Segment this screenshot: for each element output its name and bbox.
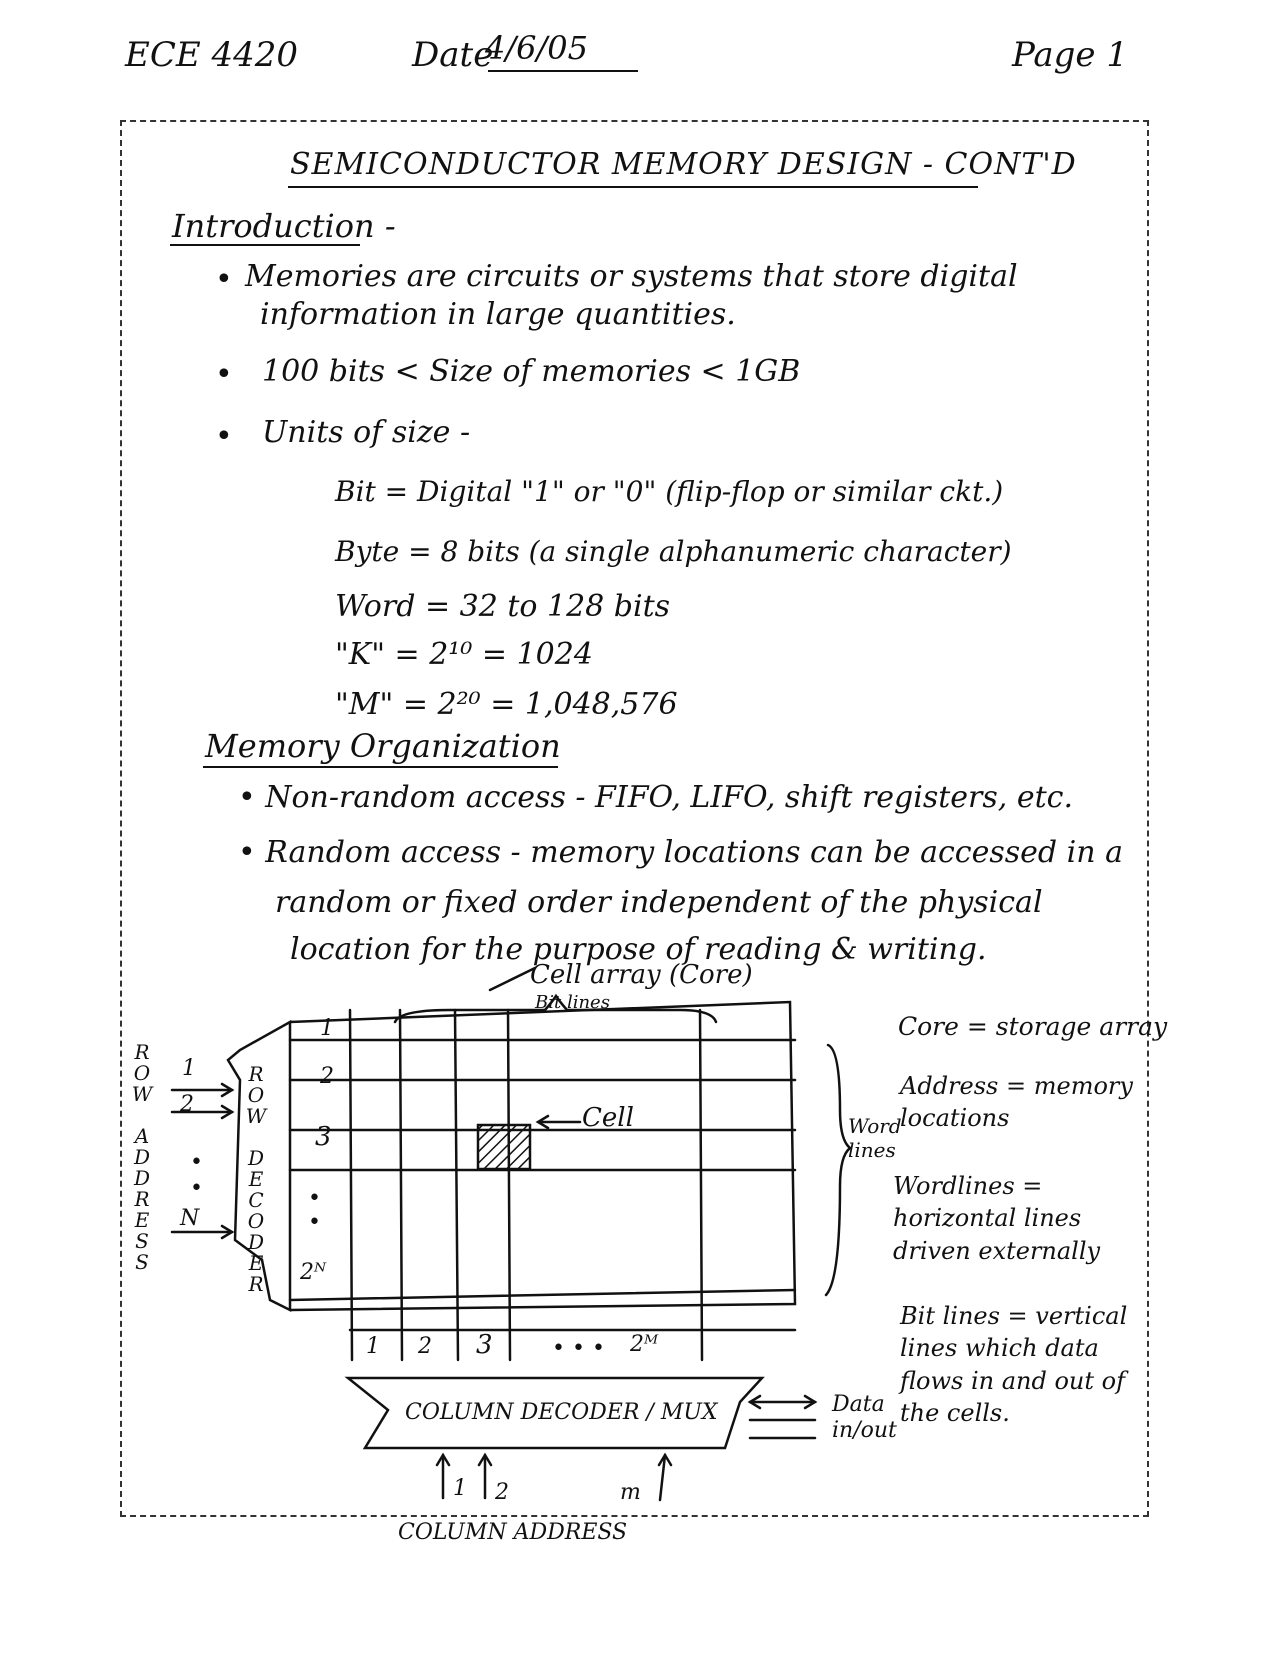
memory-org-underline (203, 766, 558, 768)
unit-word: Word = 32 to 128 bits (335, 589, 671, 624)
page-title: SEMICONDUCTOR MEMORY DESIGN - CONT'D (290, 147, 1077, 182)
definition-bitlines: Bit lines = vertical lines which data fl… (900, 1302, 1128, 1428)
bit-line (698, 1008, 704, 1362)
memory-org-heading: Memory Organization (205, 727, 561, 765)
column-number-last: 2ᴹ (630, 1332, 659, 1357)
row-input-n: N (180, 1206, 200, 1231)
page-number: Page 1 (1012, 35, 1128, 75)
column-address-input-m: m (620, 1480, 641, 1505)
column-number-dots: • • • (552, 1336, 605, 1361)
column-number-1: 1 (366, 1334, 380, 1359)
course-code: ECE 4420 (125, 35, 298, 75)
intro-bullet-1: Memories are circuits or systems that st… (245, 259, 1018, 294)
bullet-dot: • (215, 262, 233, 297)
bullet-dot: • (215, 357, 233, 392)
row-number-2: 2 (320, 1064, 334, 1089)
org-bullet-2-cont2: location for the purpose of reading & wr… (290, 932, 987, 967)
org-bullet-1-text: Non-random access - FIFO, LIFO, shift re… (265, 780, 1073, 815)
bit-lines-brace (393, 993, 718, 1024)
title-underline (288, 186, 978, 188)
word-lines-brace (824, 1043, 852, 1297)
word-line (288, 1288, 797, 1302)
definition-wordlines: Wordlines = horizontal lines driven exte… (893, 1172, 1101, 1265)
bit-line (453, 1008, 460, 1362)
data-label: Data in/out (832, 1392, 897, 1444)
intro-bullet-1-cont: information in large quantities. (260, 297, 736, 332)
date-label: Date (412, 35, 494, 75)
row-number-last: 2ᴺ (300, 1260, 327, 1285)
intro-heading: Introduction - (172, 207, 396, 245)
page-frame (120, 120, 1149, 1517)
row-input-2: 2 (180, 1092, 194, 1117)
org-bullet-2-cont1: random or fixed order independent of the… (275, 885, 1043, 920)
row-input-dot: • (190, 1150, 203, 1175)
unit-m: "M" = 2²⁰ = 1,048,576 (335, 687, 678, 722)
definition-address: Address = memory locations (900, 1072, 1133, 1133)
org-bullet-2: • Random access - memory locations can b… (238, 835, 1123, 870)
cell-array-label: Cell array (Core) (530, 960, 753, 990)
cell-array-arrow (488, 966, 537, 992)
unit-byte: Byte = 8 bits (a single alphanumeric cha… (335, 535, 1012, 568)
unit-bit: Bit = Digital "1" or "0" (flip-flop or s… (335, 475, 1004, 508)
row-decoder-shape (226, 1019, 292, 1313)
row-number-1: 1 (320, 1016, 334, 1041)
word-lines-label: Word lines (848, 1114, 902, 1162)
column-address-input-2: 2 (495, 1480, 509, 1505)
row-number-dot: • (308, 1186, 321, 1211)
row-address-label: ROW ADDRESS (130, 1040, 154, 1271)
cell-hatch (476, 1123, 532, 1171)
column-address-label: COLUMN ADDRESS (398, 1520, 628, 1545)
core-array-border (288, 1000, 797, 1312)
definition-core: Core = storage array (898, 1012, 1168, 1041)
org-bullet-2-text: Random access - memory locations can be … (265, 835, 1123, 870)
org-bullet-1: • Non-random access - FIFO, LIFO, shift … (238, 780, 1073, 815)
bit-line (348, 1008, 354, 1362)
bullet-dot: • (215, 419, 233, 454)
column-address-input-1: 1 (453, 1476, 467, 1501)
intro-underline (170, 244, 360, 246)
date-value: 4/6/05 (485, 29, 588, 67)
unit-k: "K" = 2¹⁰ = 1024 (335, 637, 593, 672)
row-number-dot: • (308, 1210, 321, 1235)
bit-line (506, 1008, 512, 1362)
row-number-3: 3 (315, 1122, 332, 1152)
intro-bullet-2: 100 bits < Size of memories < 1GB (262, 354, 801, 389)
column-decoder-label: COLUMN DECODER / MUX (405, 1400, 718, 1425)
date-underline (488, 70, 638, 72)
row-input-1: 1 (182, 1056, 196, 1081)
column-number-2: 2 (418, 1334, 432, 1359)
cell-label: Cell (582, 1103, 634, 1133)
row-decoder-label: ROW DECODER (244, 1062, 268, 1293)
bit-line (398, 1008, 404, 1362)
column-decoder-shape (344, 1376, 765, 1450)
row-input-dot: • (190, 1176, 203, 1201)
intro-bullet-3: Units of size - (262, 415, 471, 450)
bit-lines-label: Bit lines (535, 992, 610, 1013)
column-address-arrow (658, 1453, 667, 1502)
column-number-3: 3 (476, 1330, 493, 1360)
